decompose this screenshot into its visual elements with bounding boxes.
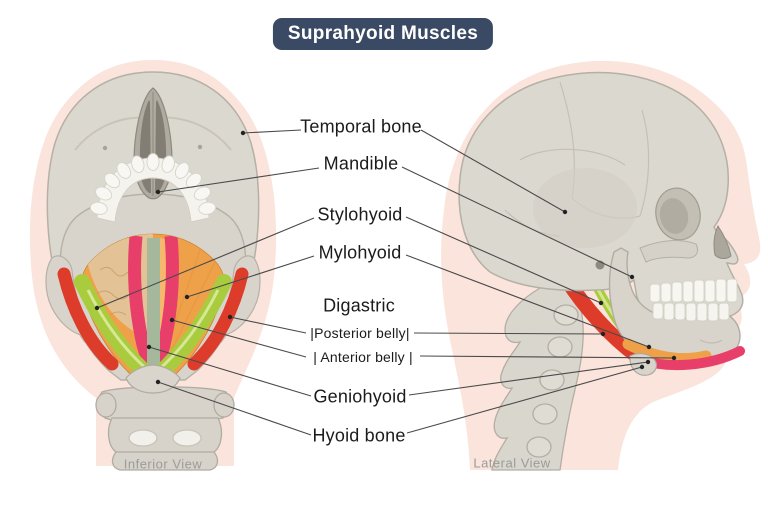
leader-line <box>401 166 633 278</box>
leader-dot <box>227 314 233 320</box>
leader-mylohyoid-right <box>405 254 652 350</box>
leader-line <box>171 319 307 358</box>
leader-mandible-right <box>401 166 635 280</box>
leader-dot <box>155 189 161 195</box>
leader-mandible-left <box>155 167 320 195</box>
leader-line <box>413 332 604 335</box>
page-title: Suprahyoid Muscles <box>287 23 479 44</box>
leader-dot <box>600 331 606 337</box>
leader-dot <box>169 317 175 323</box>
lateral-view-illustration <box>441 60 761 471</box>
chin-contour <box>699 339 723 344</box>
leader-dot <box>94 305 100 311</box>
leader-line <box>186 255 315 298</box>
label-geniohyoid: Geniohyoid <box>313 386 407 407</box>
inferior-view-illustration <box>29 60 277 471</box>
mylohyoid-band-lateral <box>622 338 712 365</box>
label-digastric-anterior-belly: | Anterior belly | <box>313 349 413 365</box>
leader-posterior-belly-left <box>227 314 307 334</box>
leader-dot <box>645 359 651 365</box>
leader-stylohyoid-left <box>94 217 315 311</box>
digastric-posterior-left-band <box>57 267 119 371</box>
leader-line <box>157 167 320 193</box>
upper-teeth-lateral <box>649 278 738 303</box>
cervical-vertebrae-inferior <box>95 386 235 471</box>
leader-dot <box>146 344 152 350</box>
zygomatic-arch-lateral <box>639 240 699 263</box>
leader-posterior-belly-right <box>413 331 606 337</box>
leader-line <box>408 361 649 396</box>
leader-line <box>405 254 650 348</box>
leader-dot <box>184 294 190 300</box>
hyoid-bone-lateral <box>629 353 657 376</box>
hyoid-bone-inferior <box>125 364 181 394</box>
label-mandible: Mandible <box>323 153 399 174</box>
caption-lateral-view: Lateral View <box>473 455 551 471</box>
leader-line <box>148 346 312 397</box>
leader-mylohyoid-left <box>184 255 315 300</box>
eye-socket-shadow <box>659 198 689 234</box>
leader-anterior-belly-right <box>419 355 677 361</box>
leader-stylohyoid-right <box>405 216 604 306</box>
caption-inferior-view: Inferior View <box>123 456 203 472</box>
digastric-posterior-right-band <box>187 267 249 371</box>
leader-temporal-bone-left <box>240 129 302 136</box>
leader-dot <box>639 364 645 370</box>
label-digastric: Digastric <box>323 295 395 316</box>
leader-line <box>242 129 302 134</box>
leader-geniohyoid-right <box>408 359 651 396</box>
label-digastric-posterior-belly: |Posterior belly| <box>310 325 410 341</box>
leader-line <box>405 216 602 304</box>
leader-line <box>157 381 312 436</box>
leader-dot <box>629 274 635 280</box>
palate-marbling <box>94 266 130 316</box>
mandible-lateral <box>608 247 741 363</box>
temporal-fossa-shading <box>533 168 637 248</box>
leader-temporal-bone-right <box>420 129 568 215</box>
label-mylohyoid: Mylohyoid <box>318 242 402 263</box>
leader-dot <box>671 355 677 361</box>
title-badge: Suprahyoid Muscles <box>272 18 494 50</box>
upper-teeth-arch <box>89 153 217 223</box>
leader-hyoid-bone-right <box>406 364 645 434</box>
foramen-dot-right <box>197 144 203 150</box>
leader-dot <box>240 130 246 136</box>
leader-line <box>420 129 566 213</box>
label-hyoid-bone: Hyoid bone <box>312 425 406 446</box>
leader-dot <box>598 300 604 306</box>
leader-line <box>96 217 315 309</box>
label-temporal-bone: Temporal bone <box>300 116 422 137</box>
leader-line <box>419 355 675 359</box>
lower-teeth-lateral <box>652 302 730 322</box>
leader-geniohyoid-left <box>146 344 312 397</box>
leader-dot <box>646 344 652 350</box>
leader-dot <box>155 379 161 385</box>
cervical-spine-lateral <box>491 285 584 471</box>
nasal-aperture-lateral <box>713 225 732 259</box>
label-stylohyoid: Stylohyoid <box>317 204 403 225</box>
leader-anterior-belly-left <box>169 317 307 358</box>
leader-line <box>406 366 643 434</box>
leader-dot <box>562 209 568 215</box>
leader-hyoid-bone-left <box>155 379 312 436</box>
stylohyoid-sheen <box>86 289 220 374</box>
leader-line <box>229 316 307 334</box>
foramen-dot-left <box>102 145 108 151</box>
